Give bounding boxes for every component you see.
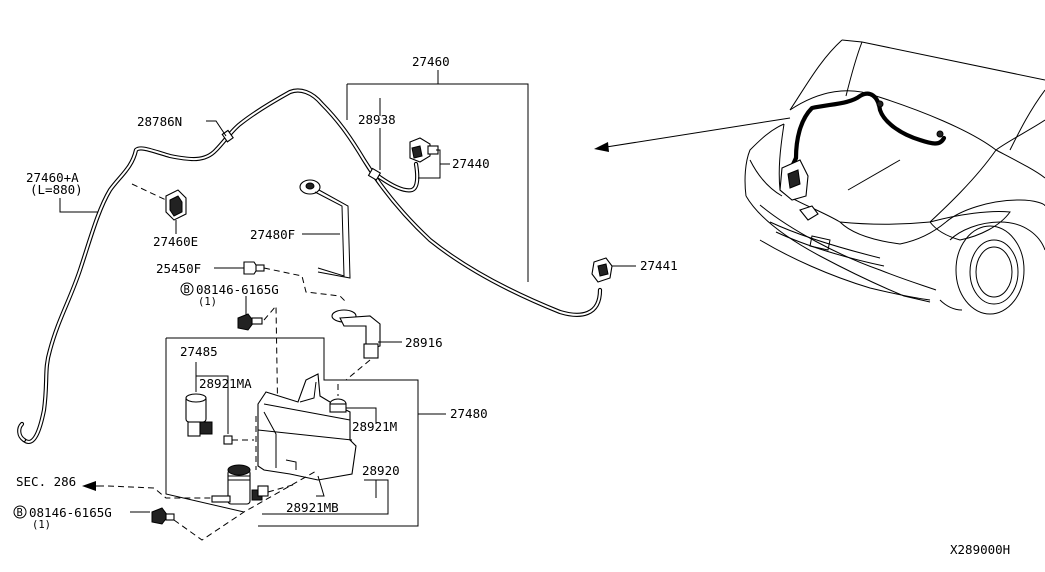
label-27460: 27460 [412, 54, 450, 69]
label-bolt-lower: 08146-6165G [29, 505, 112, 520]
grommet-icon [223, 435, 233, 445]
label-27480f: 27480F [250, 227, 295, 242]
grommet-icon [257, 485, 269, 497]
label-27460e: 27460E [153, 234, 198, 249]
label-27441: 27441 [640, 258, 678, 273]
washer-tank-icon [257, 373, 357, 497]
label-bolt-upper-qty: (1) [198, 296, 217, 308]
screw-icon [243, 261, 265, 275]
label-28921mb: 28921MB [286, 500, 339, 515]
rear-washer-nozzle-icon [591, 257, 613, 283]
filler-neck-icon [299, 179, 351, 279]
arrow-icon [82, 481, 104, 491]
label-28916: 28916 [405, 335, 443, 350]
label-28921m: 28921M [352, 419, 397, 434]
svg-text:B: B [184, 284, 190, 296]
label-27460a-length: (L=880) [30, 182, 83, 197]
clip-icon [221, 129, 382, 181]
label-28938: 28938 [358, 112, 396, 127]
label-bolt-upper: 08146-6165G [196, 282, 279, 297]
label-28786n: 28786N [137, 114, 182, 129]
bolt-marker-upper: B [180, 282, 194, 296]
washer-pump-icon [185, 393, 213, 437]
vehicle-front-icon [744, 39, 1045, 315]
washer-hose-icon [17, 88, 603, 444]
bolt-icon-lower [151, 507, 175, 525]
label-27485: 27485 [180, 344, 218, 359]
filler-elbow-icon [331, 309, 381, 359]
washer-nozzle-icon [409, 137, 439, 163]
label-27480: 27480 [450, 406, 488, 421]
hose-clip-icon [165, 189, 187, 221]
washer-pump-icon-lower [211, 464, 263, 505]
label-28921ma: 28921MA [199, 376, 252, 391]
leader-27460 [347, 83, 529, 282]
label-sec286: SEC. 286 [16, 474, 76, 489]
label-bolt-lower-qty: (1) [32, 519, 51, 531]
bolt-icon [237, 313, 263, 331]
label-27460a: 27460+A [26, 170, 79, 185]
grommet-icon [329, 398, 347, 413]
label-28920: 28920 [362, 463, 400, 478]
label-25450f: 25450F [156, 261, 201, 276]
diagram-id: X289000H [950, 542, 1010, 557]
tank-assembly-frame [165, 337, 419, 527]
arrow-icon [594, 117, 791, 152]
label-27440: 27440 [452, 156, 490, 171]
bolt-marker-lower: B [13, 505, 27, 519]
svg-text:B: B [17, 507, 23, 519]
